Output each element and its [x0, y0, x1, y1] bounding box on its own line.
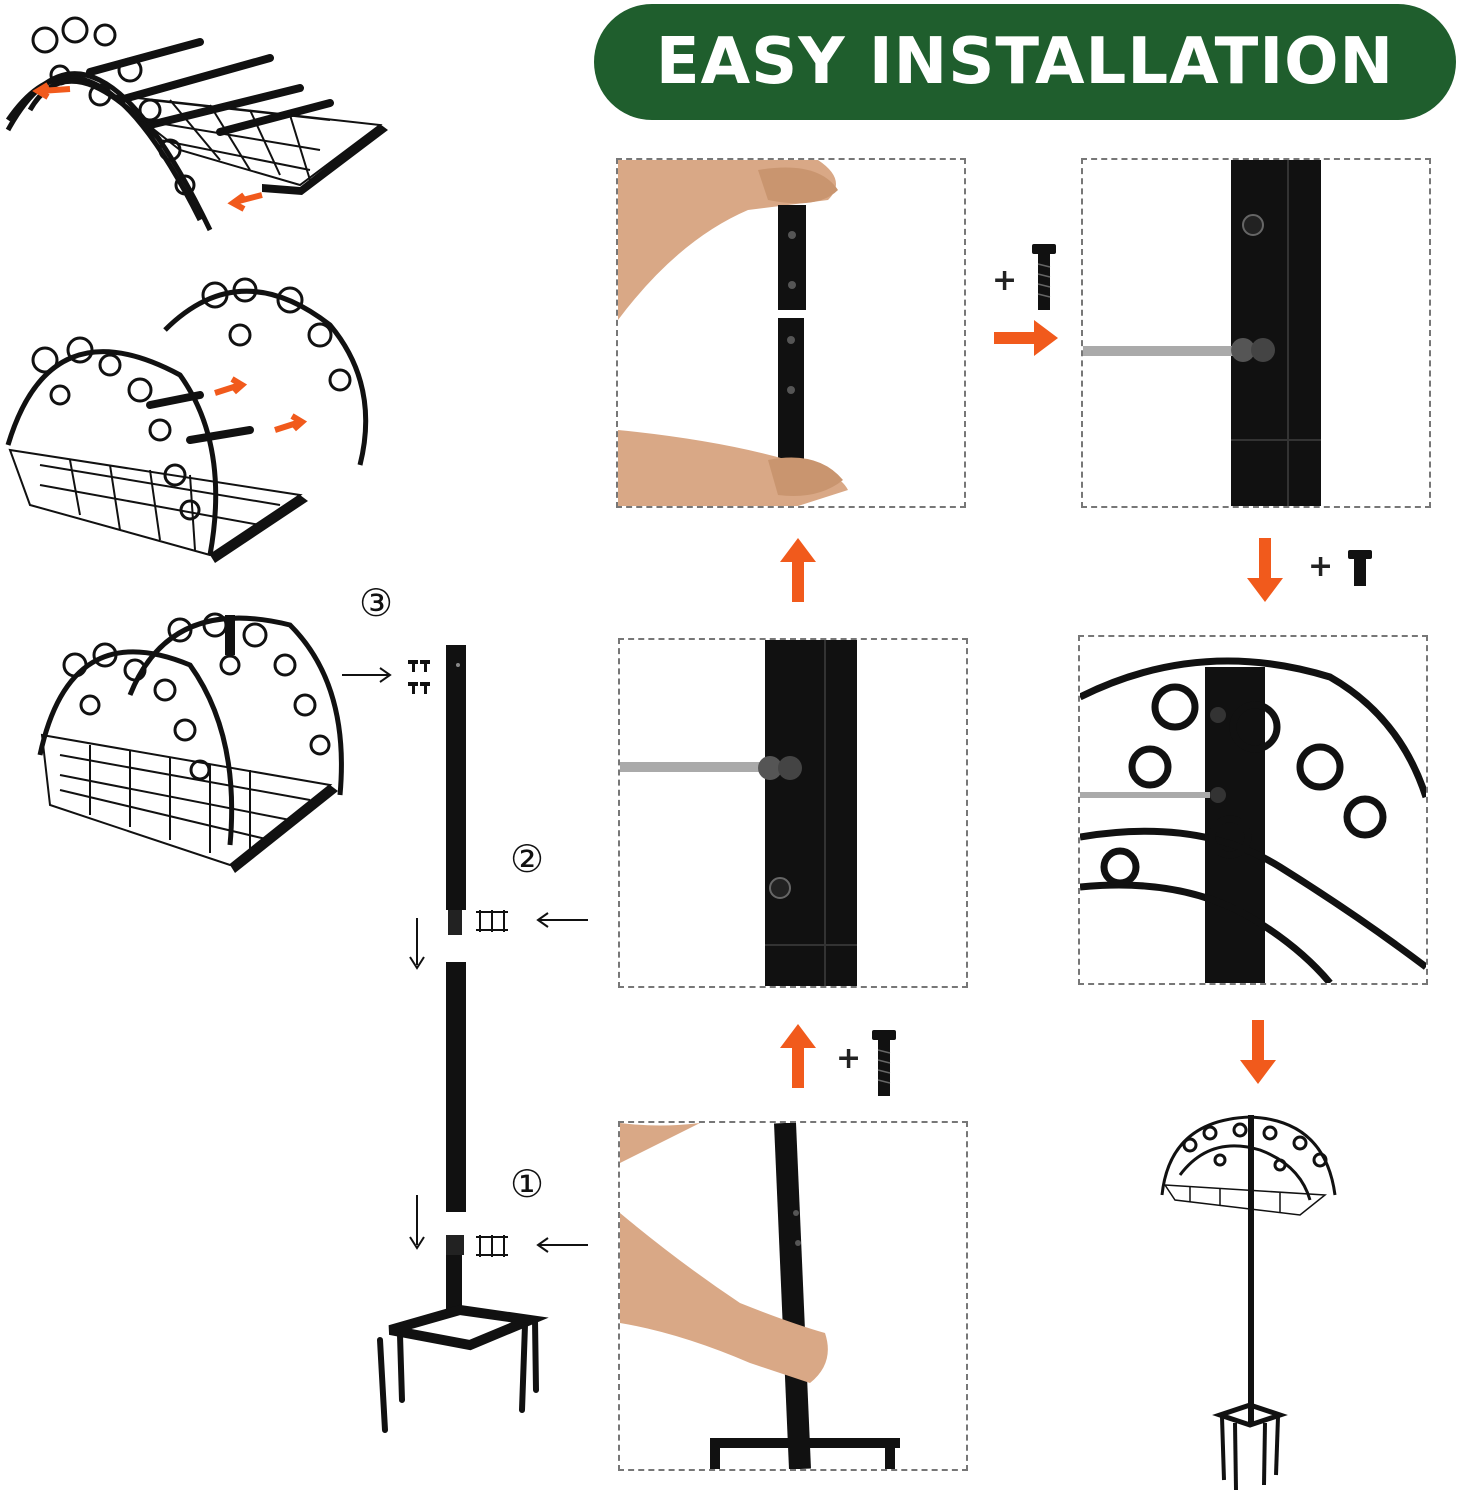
step-label-3: ③ — [359, 581, 394, 625]
rack-assembled — [30, 605, 360, 885]
step-label-2: ② — [510, 837, 545, 881]
plus-sign: + — [992, 263, 1018, 298]
screw-icon — [1030, 244, 1058, 310]
arrow-right-icon — [994, 318, 1060, 358]
rack-assembly-step-a — [0, 0, 400, 240]
assembled-hose-holder — [1150, 1105, 1350, 1495]
title-banner: EASY INSTALLATION — [594, 4, 1456, 120]
arrow-up-icon — [778, 1022, 818, 1088]
arrow-down-icon — [1238, 1020, 1278, 1086]
photo-tighten-screw-top — [1081, 158, 1431, 508]
screw-icon — [1347, 550, 1373, 586]
rack-assembly-step-b — [0, 265, 380, 565]
plus-sign: + — [1308, 549, 1334, 584]
page-title: EASY INSTALLATION — [655, 25, 1395, 99]
photo-rack-on-pole — [1078, 635, 1428, 985]
screw-icon — [870, 1030, 898, 1096]
plus-sign: + — [836, 1041, 862, 1076]
photo-tighten-screw-middle — [618, 638, 968, 988]
photo-pole-in-base — [618, 1121, 968, 1471]
step-label-1: ① — [510, 1162, 545, 1206]
arrow-up-icon — [778, 536, 818, 602]
exploded-pole-diagram — [340, 640, 600, 1440]
arrow-down-icon — [1245, 538, 1285, 604]
photo-join-poles — [616, 158, 966, 508]
